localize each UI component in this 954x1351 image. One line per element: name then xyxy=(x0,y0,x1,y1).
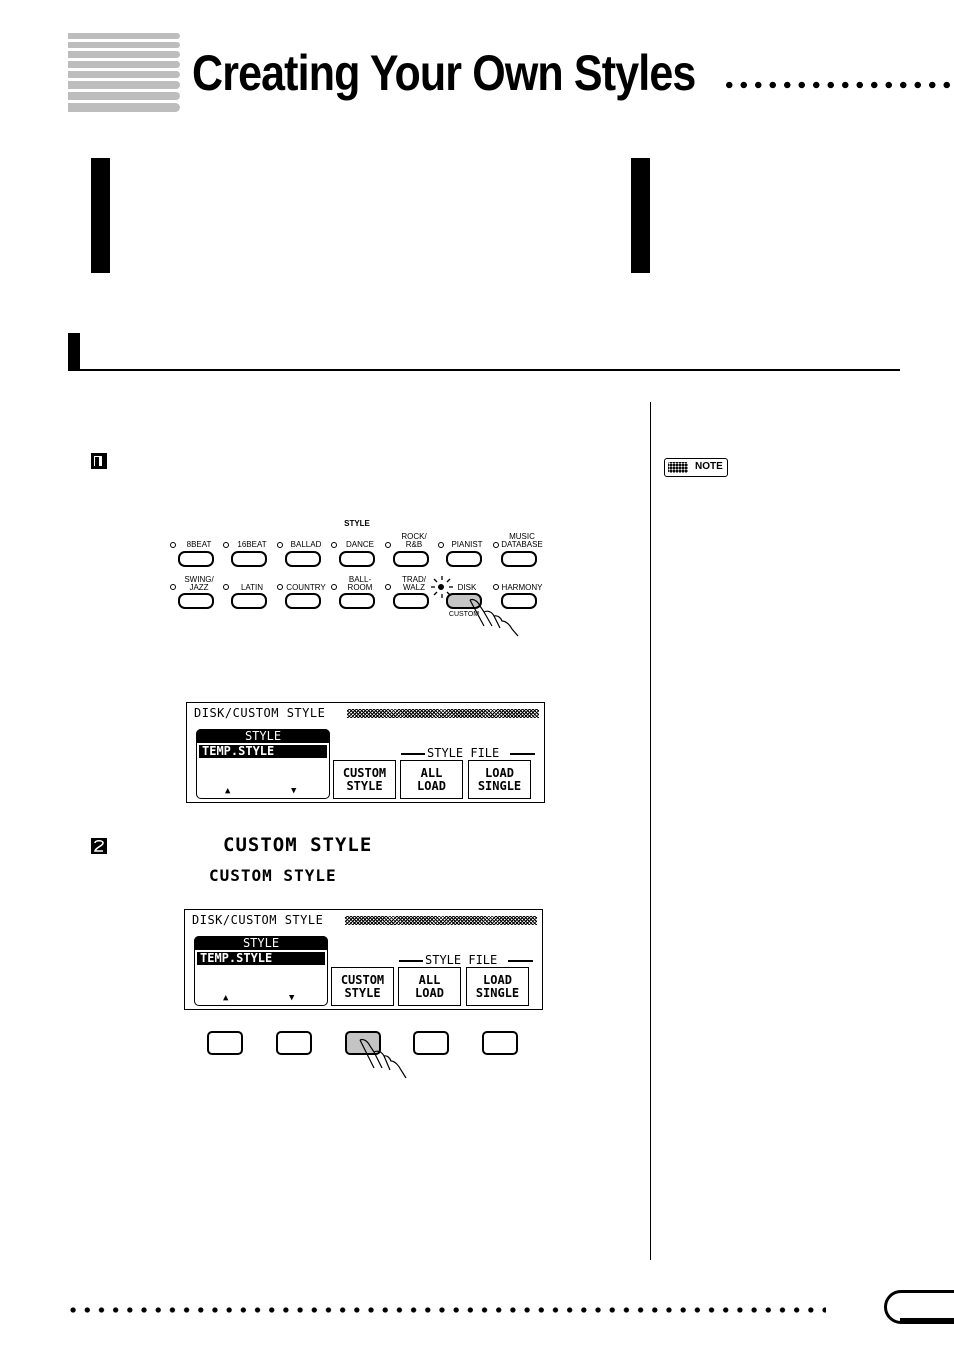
custom-style-label-2: CUSTOM STYLE xyxy=(209,866,337,885)
style-led-2-6 xyxy=(493,584,499,590)
style-led-2-2 xyxy=(277,584,283,590)
style-label-1-4: ROCK/ R&B xyxy=(401,532,427,549)
lcd-hatch xyxy=(345,916,537,925)
style-button-1-5[interactable] xyxy=(446,551,482,567)
style-button-1-0[interactable] xyxy=(178,551,214,567)
style-button-1-6[interactable] xyxy=(501,551,537,567)
intro-bar-right xyxy=(631,158,650,273)
blink-rays-icon xyxy=(431,576,453,598)
section-marker xyxy=(68,333,80,371)
style-list: STYLE TEMP.STYLE ▲ ▼ xyxy=(196,729,330,799)
style-list-header: STYLE xyxy=(196,729,330,743)
intro-bar-left xyxy=(91,158,110,273)
selected-style[interactable]: TEMP.STYLE xyxy=(197,952,325,965)
page-title: Creating Your Own Styles xyxy=(192,45,696,101)
lcd-hatch xyxy=(347,709,539,718)
style-label-2-5: DISK xyxy=(457,583,477,592)
style-button-1-4[interactable] xyxy=(393,551,429,567)
style-label-2-3: BALL- ROOM xyxy=(347,575,373,592)
up-arrow-icon[interactable]: ▲ xyxy=(225,786,231,796)
selected-style[interactable]: TEMP.STYLE xyxy=(199,745,327,758)
style-label-2-6: HARMONY xyxy=(501,583,543,592)
section-rule xyxy=(68,369,900,371)
style-led-1-3 xyxy=(331,542,337,548)
style-led-2-1 xyxy=(223,584,229,590)
style-label-2-4: TRAD/ WALZ xyxy=(402,575,426,592)
style-button-2-0[interactable] xyxy=(178,593,214,609)
style-label-1-5: PIANIST xyxy=(451,540,483,549)
lcd-screen-1: DISK/CUSTOM STYLE STYLE TEMP.STYLE ▲ ▼ S… xyxy=(186,702,545,803)
column-divider xyxy=(650,402,651,1260)
style-led-2-0 xyxy=(170,584,176,590)
style-list: STYLE TEMP.STYLE ▲ ▼ xyxy=(194,936,328,1006)
style-label-1-0: 8BEAT xyxy=(186,540,212,549)
style-label-2-1: LATIN xyxy=(240,583,264,592)
title-leader-dots xyxy=(722,80,954,90)
custom-label: CUSTOM xyxy=(448,611,480,618)
pressing-hand-icon xyxy=(359,1038,407,1079)
style-list-header: STYLE xyxy=(194,936,328,950)
style-label-1-3: DANCE xyxy=(345,540,375,549)
style-led-1-1 xyxy=(223,542,229,548)
style-button-2-2[interactable] xyxy=(285,593,321,609)
style-label-1-2: BALLAD xyxy=(290,540,322,549)
style-led-1-4 xyxy=(385,542,391,548)
footer-dots xyxy=(66,1306,826,1314)
down-arrow-icon[interactable]: ▼ xyxy=(291,786,297,796)
style-file-label: STYLE FILE xyxy=(427,746,500,760)
lcd-button-1[interactable] xyxy=(207,1031,243,1055)
style-led-1-2 xyxy=(277,542,283,548)
style-button-1-1[interactable] xyxy=(231,551,267,567)
style-button-2-4[interactable] xyxy=(393,593,429,609)
page-tab xyxy=(884,1290,954,1324)
custom-style-label-1: CUSTOM STYLE xyxy=(223,834,373,856)
lcd-button-2[interactable] xyxy=(276,1031,312,1055)
note-badge: NOTE xyxy=(664,458,728,477)
lcd-title: DISK/CUSTOM STYLE xyxy=(194,706,326,720)
step-2-glyph: 2 xyxy=(91,838,107,854)
style-button-2-6[interactable] xyxy=(501,593,537,609)
style-led-1-5 xyxy=(438,542,444,548)
style-label-1-1: 16BEAT xyxy=(237,540,267,549)
up-arrow-icon[interactable]: ▲ xyxy=(223,993,229,1003)
step-1-glyph xyxy=(91,453,107,469)
style-button-1-3[interactable] xyxy=(339,551,375,567)
style-file-label: STYLE FILE xyxy=(425,953,498,967)
style-label-2-0: SWING/ JAZZ xyxy=(184,575,214,592)
style-led-1-0 xyxy=(170,542,176,548)
style-label-2-2: COUNTRY xyxy=(286,583,326,592)
style-led-2-4 xyxy=(385,584,391,590)
down-arrow-icon[interactable]: ▼ xyxy=(289,993,295,1003)
style-button-2-1[interactable] xyxy=(231,593,267,609)
keyboard-icon xyxy=(668,462,688,473)
lcd-button-4[interactable] xyxy=(413,1031,449,1055)
pressing-hand-icon xyxy=(469,598,519,637)
style-led-1-6 xyxy=(493,542,499,548)
style-led-2-3 xyxy=(331,584,337,590)
style-led-2-5 xyxy=(438,584,444,590)
lcd-screen-2: DISK/CUSTOM STYLE STYLE TEMP.STYLE ▲ ▼ S… xyxy=(184,909,543,1010)
lcd-title: DISK/CUSTOM STYLE xyxy=(192,913,324,927)
style-label-1-6: MUSIC DATABASE xyxy=(501,532,543,549)
lcd-button-5[interactable] xyxy=(482,1031,518,1055)
style-button-1-2[interactable] xyxy=(285,551,321,567)
style-panel-title: STYLE xyxy=(344,519,370,528)
page-tab-base xyxy=(900,1318,954,1322)
style-button-2-3[interactable] xyxy=(339,593,375,609)
